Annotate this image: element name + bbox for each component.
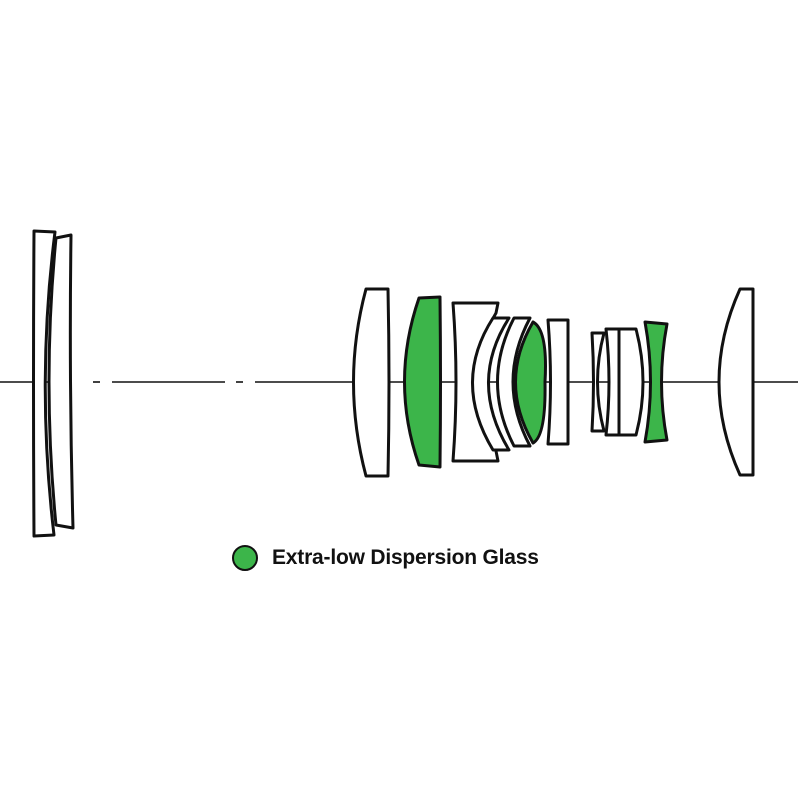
lens-element-11 bbox=[604, 327, 621, 437]
lens-element-7 bbox=[496, 316, 532, 448]
legend: Extra-low Dispersion Glass bbox=[232, 542, 539, 574]
lens-element-8 bbox=[514, 320, 547, 445]
ed-glass-legend-swatch bbox=[232, 545, 258, 571]
lens-element-13 bbox=[643, 320, 669, 444]
lens-element-3 bbox=[352, 287, 391, 478]
lens-element-9 bbox=[546, 318, 570, 446]
lens-element-6 bbox=[471, 316, 511, 452]
lens-element-10 bbox=[590, 331, 606, 433]
lens-element-4 bbox=[403, 295, 442, 469]
legend-label: Extra-low Dispersion Glass bbox=[272, 546, 539, 569]
lens-element-1 bbox=[32, 229, 57, 538]
lens-element-14 bbox=[717, 287, 755, 477]
lens-element-2 bbox=[47, 233, 75, 530]
lens-element-12 bbox=[617, 327, 645, 437]
